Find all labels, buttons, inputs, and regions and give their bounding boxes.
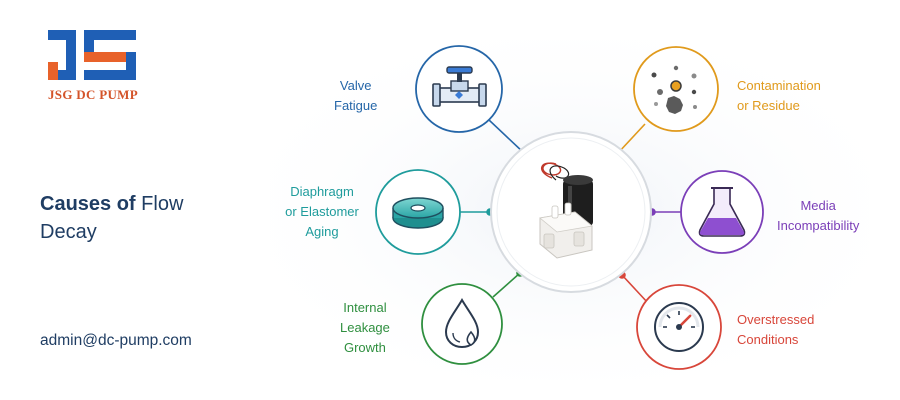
contamination-node (633, 46, 719, 132)
valve-node (415, 45, 503, 133)
center-pump (490, 131, 652, 293)
dc-pump-icon (539, 162, 593, 259)
title-rest: Flow Decay (40, 193, 184, 243)
connector-contam (617, 123, 646, 154)
jsg-logo-icon (48, 30, 136, 80)
diaphragm-node (375, 169, 461, 255)
overstress-node (636, 284, 722, 370)
logo-text: JSG DC PUMP (48, 87, 138, 102)
connector-over (621, 274, 649, 304)
connector-valve (488, 119, 525, 154)
flask-icon (698, 187, 746, 237)
media-node (680, 170, 764, 254)
title-bold: Causes of (40, 193, 136, 215)
valve-pipe-icon (432, 66, 487, 107)
drop-icon (444, 298, 480, 349)
diaphragm-disc-icon (392, 197, 444, 229)
page-title: Causes of Flow Decay (40, 190, 240, 246)
connectors (460, 119, 682, 304)
leakage-node (421, 283, 503, 365)
gauge-icon (654, 302, 704, 352)
particles-icon (651, 65, 697, 114)
contact-email[interactable]: admin@dc-pump.com (40, 332, 192, 349)
connector-leak (492, 272, 521, 298)
